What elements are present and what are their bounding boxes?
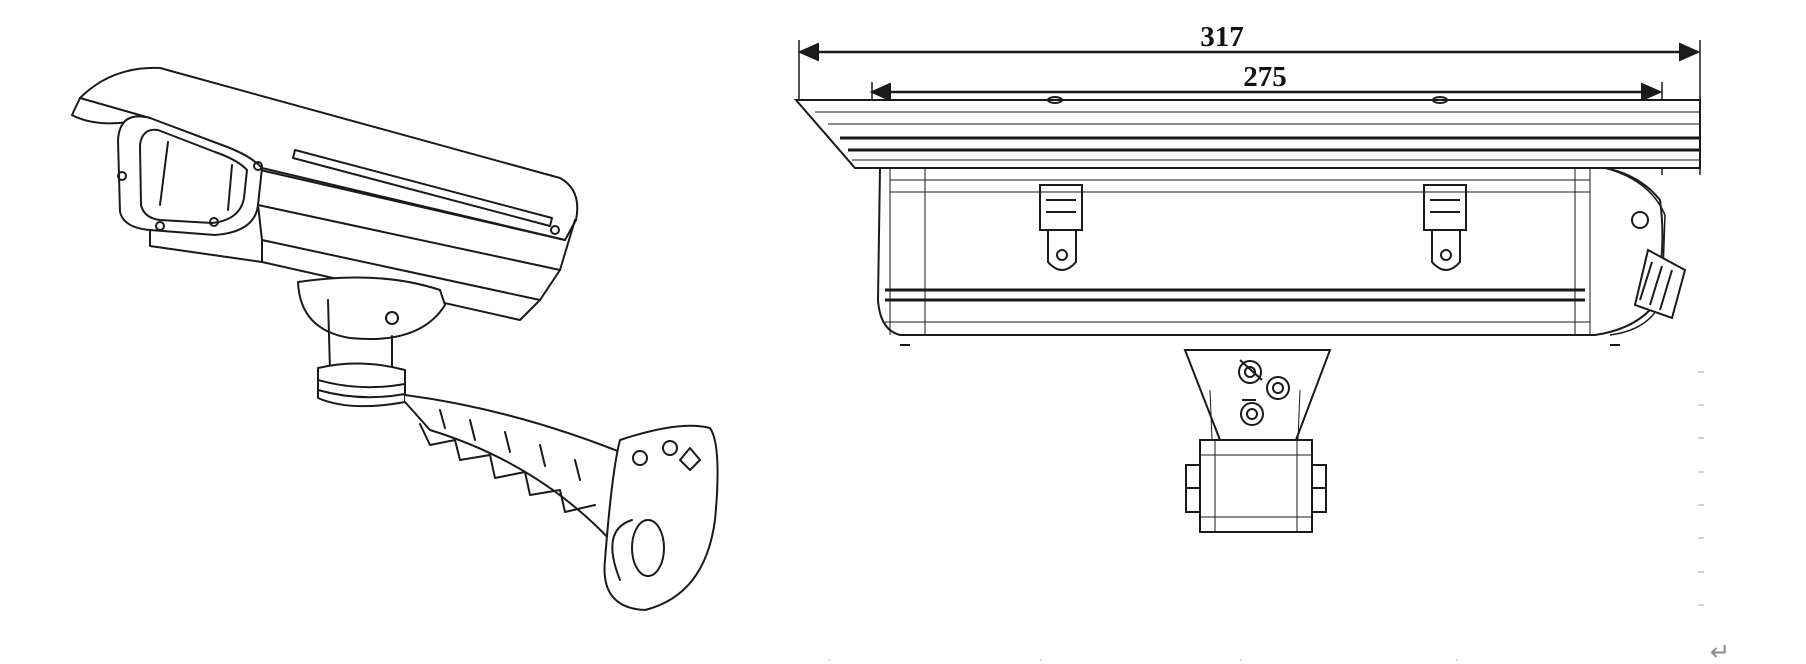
dimension-label-overall: 317: [1200, 21, 1244, 53]
mount-bracket: [1183, 349, 1332, 533]
latch-right: [1423, 184, 1467, 271]
cable-gland: [1633, 248, 1687, 320]
dashed-guide: [828, 371, 1704, 661]
camera-isometric-view: [71, 66, 719, 611]
camera-side-elevation-view: [793, 40, 1701, 533]
dimension-317: [797, 40, 1701, 175]
dimension-label-inner: 275: [1243, 61, 1287, 93]
return-mark-icon: ↵: [1710, 638, 1730, 664]
dimension-275: [869, 82, 1663, 175]
latch-left: [1039, 184, 1083, 271]
